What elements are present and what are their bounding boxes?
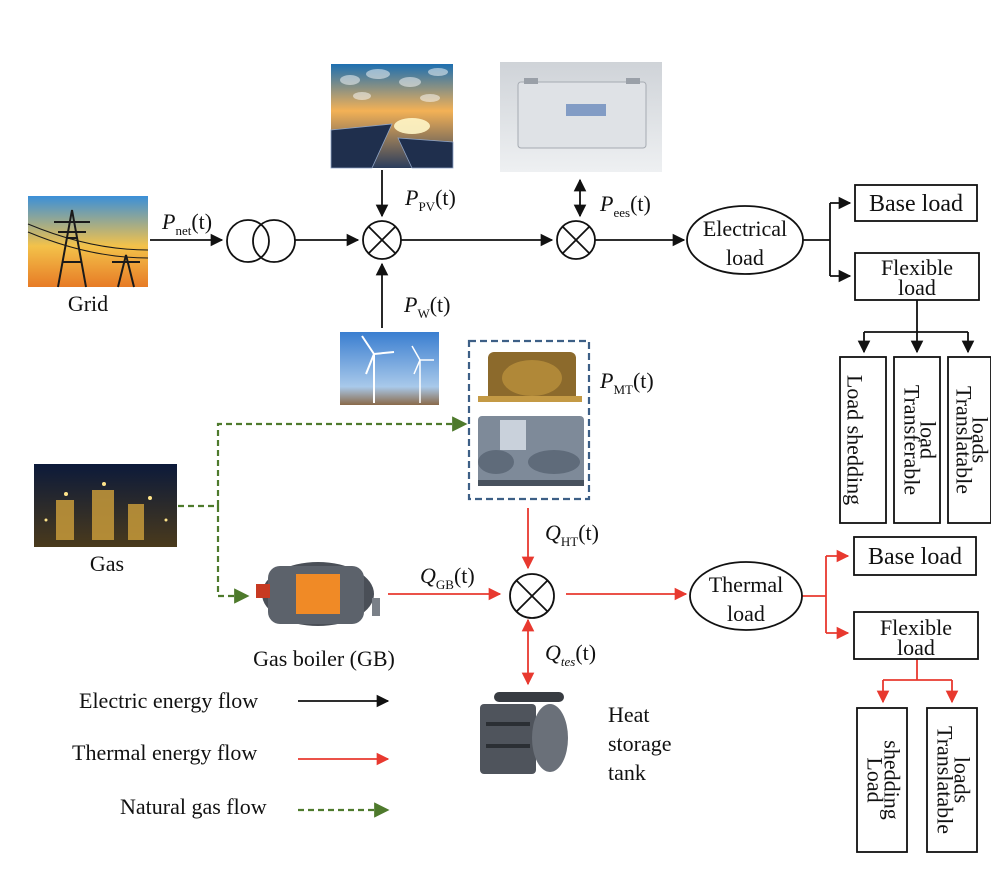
thermal-flexible-load-box xyxy=(853,611,979,660)
electric-flexible-load-label-1: Flexible xyxy=(881,255,953,280)
thermal-load-label: Thermal load xyxy=(709,572,784,626)
thermal-base-load-label: Base load xyxy=(868,544,962,570)
heat-bus-node xyxy=(509,573,555,619)
micro-turbine-group-box xyxy=(467,339,591,501)
thermal-translatable-loads-box xyxy=(926,707,978,853)
heat-storage-tank-image xyxy=(474,690,584,782)
p-ees-label: Pees(t) xyxy=(599,191,651,220)
load-shedding-box xyxy=(839,356,887,524)
gas-image xyxy=(34,464,177,547)
thermal-translatable-loads-label-2: loads xyxy=(950,757,975,803)
translatable-loads-box xyxy=(947,356,991,524)
svg-text:Electrical: Electrical xyxy=(703,216,787,241)
pv-image xyxy=(330,64,454,169)
legend-gas-label: Natural gas flow xyxy=(120,794,267,819)
battery-image xyxy=(500,62,662,172)
transformer-coil-left xyxy=(226,219,270,263)
heat-storage-label-3: tank xyxy=(608,760,646,785)
legend-electric-label: Electric energy flow xyxy=(79,688,258,713)
thermal-flexible-load-label-1: Flexible xyxy=(880,615,952,640)
p-pv-label: PPV(t) xyxy=(404,185,456,214)
p-net-label: Pnet(t) xyxy=(161,209,212,238)
gas-to-boiler-arrow xyxy=(216,506,250,604)
thermal-flexible-load-label-2: load xyxy=(897,635,935,660)
electrical-load-label: Electrical load xyxy=(703,216,787,270)
translatable-loads-label-1: Translatable xyxy=(952,386,977,494)
p-w-label: PW(t) xyxy=(403,292,451,321)
electric-flexible-load-label-2: load xyxy=(898,275,936,300)
transferable-load-box xyxy=(893,356,941,524)
grid-label: Grid xyxy=(68,291,108,316)
svg-text:load: load xyxy=(726,245,764,270)
transformer-coil-right xyxy=(252,219,296,263)
thermal-base-load-box xyxy=(853,536,977,576)
svg-text:Thermal: Thermal xyxy=(709,572,784,597)
thermal-load-shedding-label-1: Load xyxy=(863,757,888,802)
legend: Electric energy flow Thermal energy flow… xyxy=(72,688,390,819)
grid-image xyxy=(27,196,149,288)
heat-storage-label-1: Heat xyxy=(608,702,650,727)
translatable-loads-label-2: loads xyxy=(968,417,991,463)
micro-turbine-image xyxy=(478,352,582,402)
transferable-load-label-1: Transferable xyxy=(900,385,925,495)
transferable-load-label-2: load xyxy=(916,421,941,459)
legend-thermal-label: Thermal energy flow xyxy=(72,740,257,765)
q-tes-label: Qtes(t) xyxy=(545,640,596,669)
gas-boiler-image xyxy=(252,552,380,634)
absorption-chiller-image xyxy=(478,416,584,486)
wind-turbine-image xyxy=(340,332,439,405)
svg-text:load: load xyxy=(727,601,765,626)
gas-to-micro-turbine-arrow xyxy=(178,416,468,508)
gas-label: Gas xyxy=(90,551,124,576)
electric-base-load-box xyxy=(854,184,978,222)
q-ht-label: QHT(t) xyxy=(545,520,599,549)
thermal-load-shedding-box xyxy=(856,707,908,853)
thermal-load-node xyxy=(689,561,803,631)
q-gb-label: QGB(t) xyxy=(420,563,475,592)
gas-boiler-label: Gas boiler (GB) xyxy=(253,646,395,671)
p-mt-label: PMT(t) xyxy=(599,368,654,397)
thermal-load-shedding-label-2: shedding xyxy=(880,740,905,819)
thermal-translatable-loads-label-1: Translatable xyxy=(933,726,958,834)
heat-storage-label-2: storage xyxy=(608,731,672,756)
electric-base-load-label: Base load xyxy=(869,191,963,217)
load-shedding-label: Load shedding xyxy=(843,375,868,505)
